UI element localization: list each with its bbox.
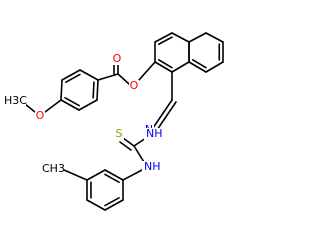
hydrazine-nh-label: NH [144, 127, 166, 140]
naphthalene-left-ring-bond [171, 61, 190, 73]
tolyl-ring-bond [104, 169, 124, 181]
naphthalene-right-ring-bond [188, 32, 207, 43]
naphthalene-left-ring-bond [171, 32, 190, 43]
carbonyl-aryl-bond [97, 73, 119, 81]
methoxy-oxygen-text: O [36, 109, 45, 122]
tolyl-ring-bond [104, 199, 124, 211]
benzoate-ring-bond [60, 99, 80, 111]
tolyl-methyl-bond [63, 169, 88, 181]
atom-labels: O O O H3C N NH S NH [4, 52, 166, 175]
benzoate-ring-bond [61, 69, 81, 81]
bond-lines [24, 32, 224, 211]
tolyl-ring-inner-double-bond [104, 173, 120, 183]
tolyl-ring-bond [86, 169, 106, 181]
molecule-structure: O O O H3C N NH S NH [4, 32, 224, 211]
naphthalene-right-ring-bond [205, 61, 224, 73]
ester-oxygen-bond [138, 61, 156, 81]
benzoate-ring-inner-double-bond [65, 73, 81, 83]
amine-nh-text: NH [144, 160, 161, 173]
naphthalene-left-ring-bond [154, 61, 173, 73]
thione-sulfur-label: S [114, 127, 124, 140]
amine-nh-label: NH [142, 160, 164, 173]
methoxy-oxygen-label: O [35, 109, 45, 122]
benzoate-ring-bond [60, 79, 63, 101]
naphthalene-left-ring-inner-double-bond [157, 36, 173, 46]
tolyl-ring-inner-double-bond [104, 197, 120, 207]
thione-sulfur-text: S [116, 127, 123, 140]
imine-double-bond [152, 99, 173, 129]
hydrazine-nh-text: NH [146, 127, 163, 140]
tolyl-ring-bond [86, 199, 106, 211]
thione-double-bond [119, 141, 132, 151]
tolyl-methyl-text: CH3 [42, 162, 65, 175]
methoxy-oxygen-bond [44, 99, 62, 113]
methoxy-methyl-label: H3C [4, 94, 27, 107]
ester-oxygen-label: O [129, 79, 139, 92]
methoxy-methyl-bond [24, 103, 36, 113]
naphthalene-right-ring-bond [205, 32, 224, 43]
ester-oxygen-text: O [130, 79, 139, 92]
naphthalene-right-ring-bond [188, 61, 207, 73]
carbonyl-oxygen-text: O [113, 52, 122, 65]
naphthalene-right-ring-inner-double-bond [191, 59, 207, 69]
amine-aryl-bond [122, 169, 143, 181]
benzoate-ring-bond [96, 79, 99, 101]
benzoate-ring-bond [78, 99, 98, 111]
ester-o-carbonyl-bond [117, 73, 130, 85]
thione-double-bond [122, 137, 135, 147]
benzoate-ring-bond [79, 69, 99, 81]
thiocarbonyl-amine-bond [133, 145, 145, 163]
benzoate-ring-inner-double-bond [92, 81, 95, 99]
naphthalene-left-ring-inner-double-bond [157, 59, 173, 69]
benzoate-ring-inner-double-bond [64, 97, 80, 107]
tolyl-methyl-label: CH3 [40, 162, 65, 175]
methoxy-methyl-text: H3C [4, 94, 27, 107]
imine-double-bond [156, 101, 177, 131]
naphthalene-left-ring-bond [154, 32, 173, 43]
carbonyl-oxygen-label: O [112, 52, 122, 65]
